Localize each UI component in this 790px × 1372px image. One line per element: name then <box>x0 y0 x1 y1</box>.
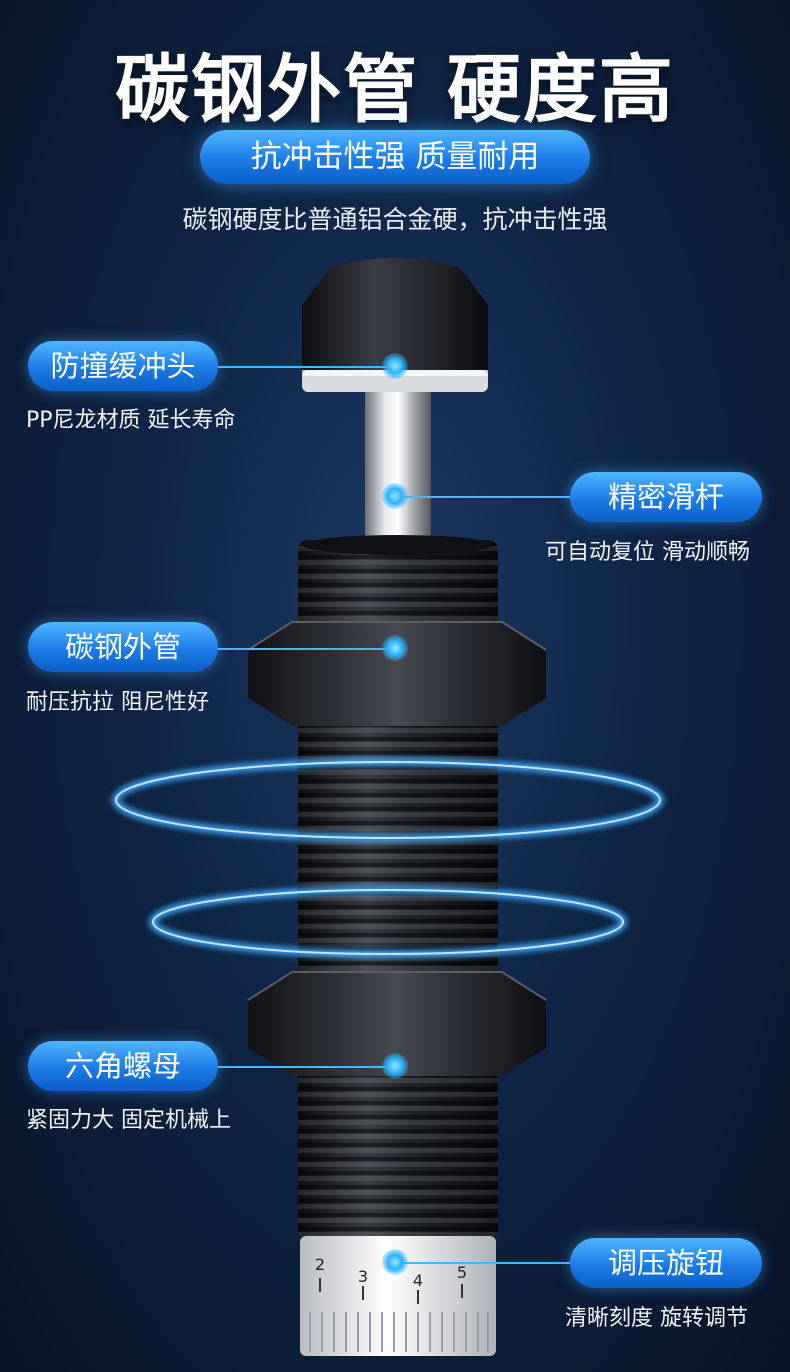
feature-label-rod: 精密滑杆 <box>570 472 762 522</box>
subtitle-pill: 抗冲击性强 质量耐用 <box>200 130 590 184</box>
description-text: 碳钢硬度比普通铝合金硬，抗冲击性强 <box>182 205 608 234</box>
callout-line <box>210 366 395 368</box>
callout-dot <box>382 353 408 379</box>
callout-line <box>210 648 395 650</box>
page-title: 碳钢外管 硬度高 <box>115 47 675 133</box>
feature-caption-tube: 耐压抗拉 阻尼性好 <box>26 690 209 715</box>
glow-rings <box>112 758 664 958</box>
callout-dot <box>382 635 408 661</box>
dial-tick-label: 5 <box>457 1263 467 1282</box>
callout-dot <box>382 1053 408 1079</box>
feature-label-tube: 碳钢外管 <box>28 622 218 672</box>
callout-line <box>395 496 570 498</box>
feature-caption-knob: 清晰刻度 旋转调节 <box>565 1306 748 1331</box>
dial-tick-label: 4 <box>413 1271 423 1290</box>
feature-caption-bumper: PP尼龙材质 延长寿命 <box>26 408 236 433</box>
feature-label-bumper: 防撞缓冲头 <box>28 341 218 391</box>
dial-tick-label: 2 <box>315 1255 325 1274</box>
callout-line <box>395 1262 570 1264</box>
feature-label-nut: 六角螺母 <box>28 1041 218 1091</box>
callout-dot <box>382 483 408 509</box>
feature-caption-rod: 可自动复位 滑动顺畅 <box>545 540 750 565</box>
dial-ticks <box>319 1278 463 1304</box>
callout-dot <box>382 1249 408 1275</box>
feature-caption-nut: 紧固力大 固定机械上 <box>26 1108 231 1133</box>
dial-tick-label: 3 <box>358 1267 368 1286</box>
feature-label-knob: 调压旋钮 <box>570 1238 762 1288</box>
callout-line <box>215 1066 395 1068</box>
